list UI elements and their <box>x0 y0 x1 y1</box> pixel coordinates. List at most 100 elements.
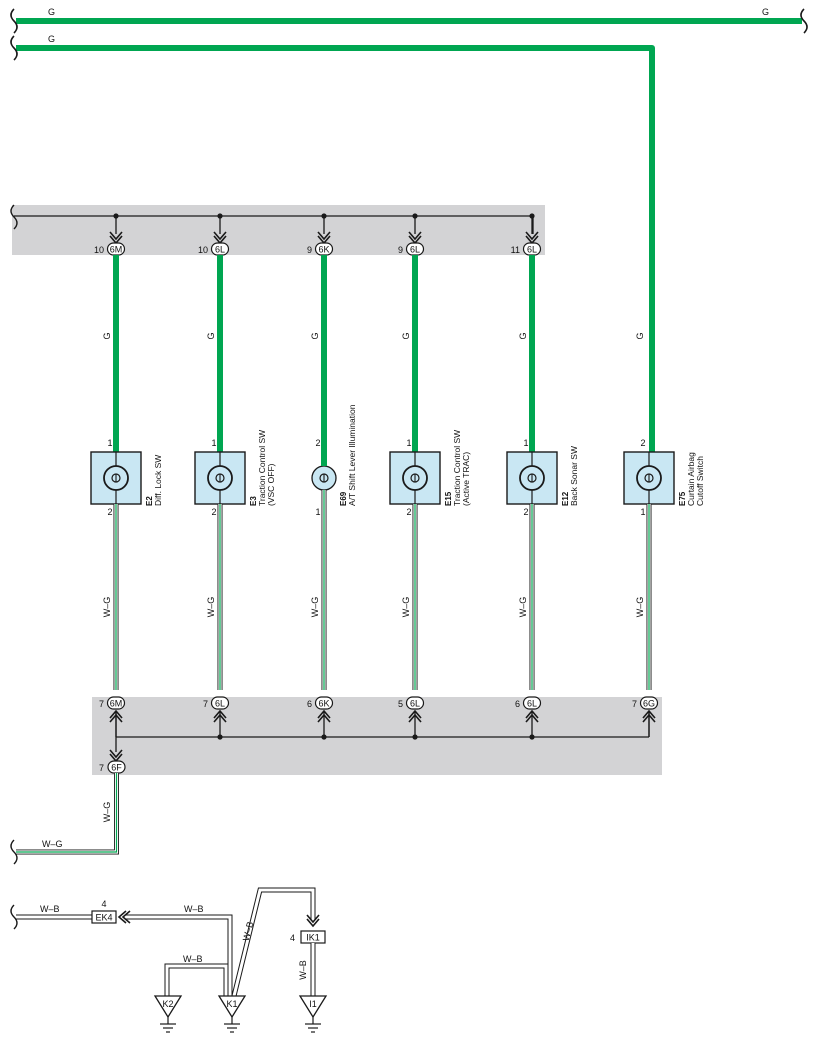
wg-drop-2: W–G <box>310 490 327 690</box>
k2-wire-label: W–B <box>183 954 203 964</box>
ground-i1: I1 <box>298 995 328 1033</box>
component-code: E2 <box>145 496 154 506</box>
lower-junction-conn-2: 6K <box>318 699 329 709</box>
ek4-pin: 4 <box>101 899 106 909</box>
component-code: E15 <box>444 491 453 506</box>
top-wire-2-label: G <box>48 34 55 44</box>
output-wire-horizontal-label: W–G <box>42 839 63 849</box>
wire-bottom-label-2: W–G <box>310 597 320 618</box>
output-junction-6f: 6F 7 <box>99 749 126 774</box>
upper-junction-conn-2: 6K <box>318 245 329 255</box>
upper-junction-pin-1: 10 <box>198 245 208 255</box>
upper-junction-pin-0: 10 <box>94 245 104 255</box>
ground-k1: K1 <box>217 995 247 1033</box>
component-name: Curtain Airbag <box>686 452 696 506</box>
upper-junction-conn-3: 6L <box>410 245 420 255</box>
lower-junction-3: 6L 5 <box>398 696 425 740</box>
k1-up-wire-label: W–B <box>241 921 255 942</box>
component-name: Diff. Lock SW <box>153 455 163 506</box>
output-wire-vertical-label: W–G <box>102 802 112 823</box>
component-name: Traction Control SW <box>452 430 462 506</box>
wg-drop-wires: W–G W–G W–G W–G W–G W–G <box>102 490 652 690</box>
wg-drop-0: W–G <box>102 504 119 690</box>
wire-top-label-0: G <box>102 332 112 339</box>
left-wb-label: W–B <box>40 904 60 914</box>
lower-junction-conn-1: 6L <box>215 699 225 709</box>
lower-junction-1: 6L 7 <box>203 696 230 740</box>
pin-top-5: 2 <box>640 438 645 448</box>
top-wire-2: G <box>10 34 655 458</box>
lower-bus <box>115 712 650 752</box>
wire-bottom-label-1: W–G <box>206 597 216 618</box>
lower-junction-pin-5: 7 <box>632 699 637 709</box>
wire-top-label-1: G <box>206 332 216 339</box>
component-name: A/T Shift Lever Illumination <box>347 404 357 506</box>
ik1-label: IK1 <box>306 933 320 943</box>
upper-junction-pin-4: 11 <box>511 245 520 255</box>
ground-k1-label: K1 <box>226 999 237 1009</box>
ek4-k1-wire-label: W–B <box>184 904 204 914</box>
lower-junction-conn-3: 6L <box>410 699 420 709</box>
pin-top-0: 1 <box>107 438 112 448</box>
wire-bottom-label-0: W–G <box>102 597 112 618</box>
wire-top-label-5: G <box>635 332 645 339</box>
wire-bottom-label-4: W–G <box>518 597 528 618</box>
component-name-2: (VSC OFF) <box>266 463 276 506</box>
pin-top-1: 1 <box>211 438 216 448</box>
wire-bottom-label-5: W–G <box>635 597 645 618</box>
component-name: Back Sonar SW <box>569 446 579 506</box>
component-code: E3 <box>249 496 258 506</box>
i1-wire-label: W–B <box>298 960 308 980</box>
upper-junction-1: 6L 10 <box>198 213 230 256</box>
upper-bus <box>10 204 534 234</box>
wire-bottom-label-3: W–G <box>401 597 411 618</box>
ek4-connector <box>91 910 117 924</box>
pin-top-2: 2 <box>315 438 320 448</box>
ground-k2: K2 <box>153 995 183 1033</box>
wire-top-label-4: G <box>518 332 528 339</box>
ground-section: W–B EK4 4 W–B W–B W–B IK1 4 W–B K2 <box>10 887 328 1033</box>
component-name-2: Cutoff Switch <box>695 456 705 506</box>
upper-junction-pin-3: 9 <box>398 245 403 255</box>
lower-junction-pin-3: 5 <box>398 699 403 709</box>
lower-junction-band <box>92 697 662 775</box>
ground-i1-label: I1 <box>309 999 317 1009</box>
lower-junction-pin-0: 7 <box>99 699 104 709</box>
upper-junction-conn-0: 6M <box>110 245 123 255</box>
pin-top-3: 1 <box>406 438 411 448</box>
upper-junction-conn-1: 6L <box>215 245 225 255</box>
output-wg-wire: W–G W–G <box>10 773 119 865</box>
junction-6f-pin: 7 <box>99 763 104 773</box>
top-wire-1: G G <box>10 7 808 34</box>
lower-junction-conn-0: 6M <box>110 699 123 709</box>
lower-junction-4: 6L 6 <box>515 696 542 740</box>
lower-junction-conn-4: 6L <box>527 699 537 709</box>
pin-top-4: 1 <box>523 438 528 448</box>
upper-junction-band <box>12 205 545 255</box>
pin-bottom-2: 1 <box>315 507 320 517</box>
pin-bottom-5: 1 <box>640 507 645 517</box>
green-drop-wires <box>113 255 535 452</box>
wg-drop-1: W–G <box>206 504 223 690</box>
pin-bottom-4: 2 <box>523 507 528 517</box>
wg-drop-5: W–G <box>635 504 652 690</box>
lower-junction-pin-1: 7 <box>203 699 208 709</box>
pin-bottom-3: 2 <box>406 507 411 517</box>
component-name-2: (Active TRAC) <box>461 452 471 506</box>
wire-top-label-3: G <box>401 332 411 339</box>
pin-bottom-1: 2 <box>211 507 216 517</box>
upper-junction-conn-4: 6L <box>527 245 537 255</box>
wg-drop-3: W–G <box>401 504 418 690</box>
junction-6f-conn: 6F <box>111 763 122 773</box>
wire-top-label-2: G <box>310 332 320 339</box>
lower-junction-pin-4: 6 <box>515 699 520 709</box>
upper-junction-2: 6K9 <box>307 213 334 256</box>
